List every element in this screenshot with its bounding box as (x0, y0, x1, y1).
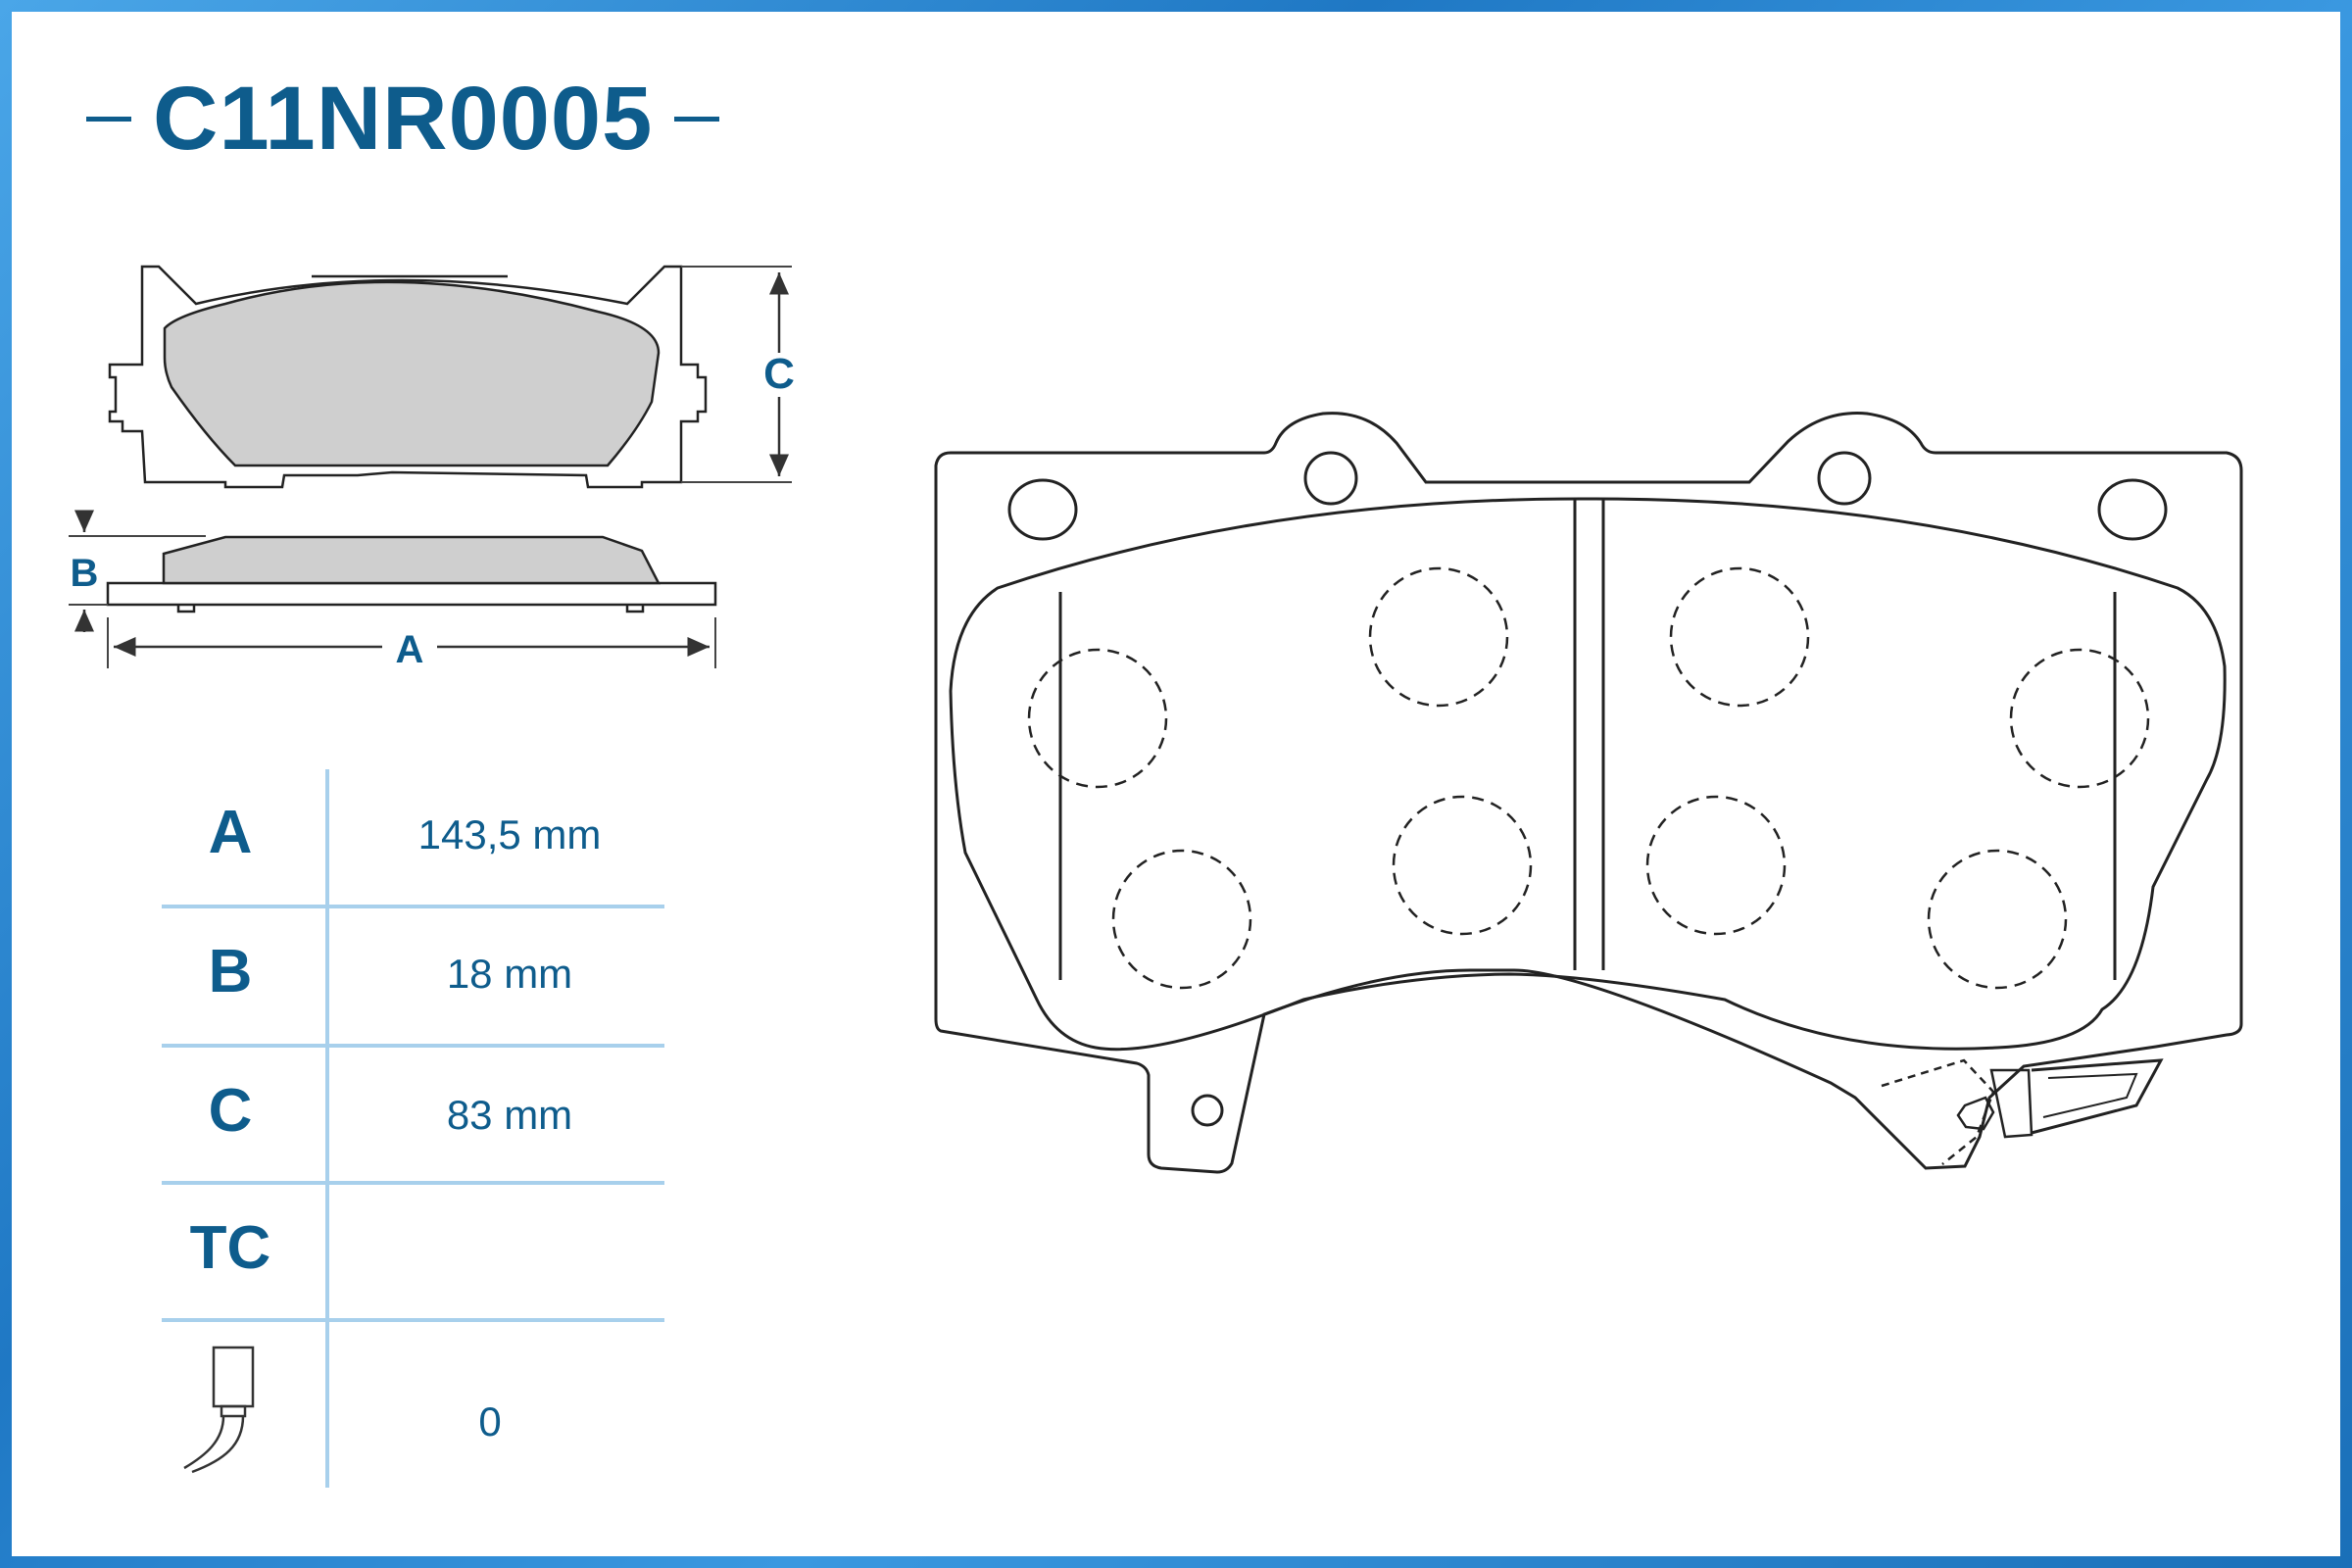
dimension-c: C (681, 266, 795, 483)
spec-value-c: 83 mm (446, 1092, 573, 1138)
pad-friction-material (163, 280, 661, 467)
wear-sensor-icon (183, 1346, 255, 1474)
product-card (12, 12, 2340, 1556)
dimension-c-label: C (763, 350, 795, 398)
title-dash-right (674, 116, 720, 122)
main-friction-surface (949, 497, 2227, 1052)
spec-label-a: A (208, 799, 253, 866)
spec-table-grid (162, 769, 664, 1488)
dimension-b: B (69, 510, 206, 632)
spec-value-b: 18 mm (446, 951, 573, 997)
side-backplate (106, 581, 717, 607)
pad-main-drawing (934, 412, 2243, 1174)
pad-side-view (106, 535, 717, 613)
spec-label-b: B (208, 938, 253, 1005)
spec-value-a: 143,5 mm (417, 811, 602, 858)
dimension-a: A (107, 617, 716, 671)
dimension-b-label: B (71, 552, 99, 595)
page-title: C11NR0005 (86, 65, 720, 172)
side-friction-material (162, 535, 662, 585)
title-dash-left (86, 116, 131, 122)
spec-label-tc: TC (189, 1214, 271, 1282)
part-number: C11NR0005 (153, 69, 654, 169)
pad-front-view (108, 265, 708, 489)
dimension-a-label: A (396, 628, 424, 671)
main-backplate-outline (934, 412, 2243, 1174)
spec-value-wear-sensor: 0 (478, 1398, 502, 1445)
spec-label-c: C (208, 1077, 253, 1145)
